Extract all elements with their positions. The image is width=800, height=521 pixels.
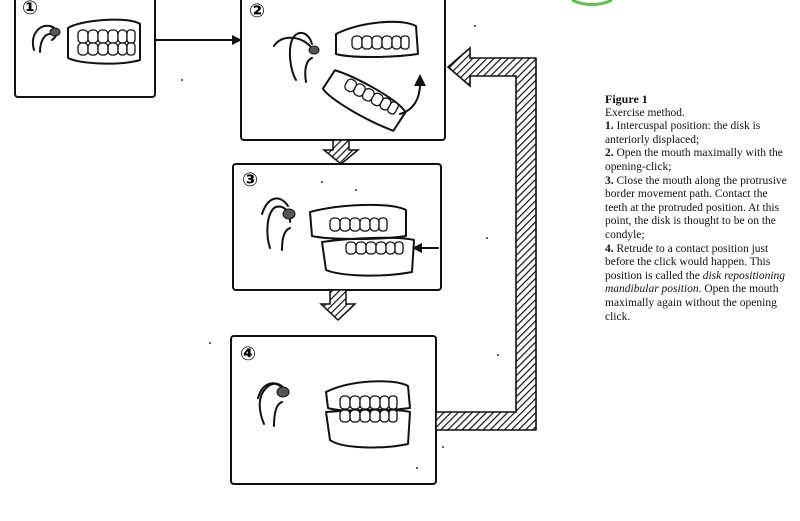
disk-1 xyxy=(49,27,61,37)
step-2-number: ② xyxy=(249,0,265,22)
figure-caption: Figure 1 Exercise method. 1. Intercuspal… xyxy=(605,92,790,324)
lower-jaw-3 xyxy=(321,236,415,277)
caption-item-3: 3. Close the mouth along the protrusive … xyxy=(605,174,787,241)
caption-item-1: 1. Intercuspal position: the disk is ant… xyxy=(605,120,761,146)
arrow-step3-to-step4 xyxy=(319,289,357,322)
upper-jaw-2 xyxy=(335,20,419,58)
arrow-step2-to-step3 xyxy=(321,139,361,165)
condyle-2 xyxy=(288,32,313,81)
step-2-panel: ② xyxy=(240,0,446,141)
step-3-number: ③ xyxy=(242,169,258,191)
disk-2 xyxy=(308,45,320,55)
figure-subtitle: Exercise method. xyxy=(605,106,685,119)
disk-4 xyxy=(276,386,290,398)
upper-jaw-3 xyxy=(309,203,407,240)
step-4-panel: ④ xyxy=(230,335,437,485)
disk-3 xyxy=(282,208,296,220)
jaw-1 xyxy=(67,18,141,65)
arrow-step1-to-step2 xyxy=(155,35,242,45)
figure-title: Figure 1 xyxy=(605,92,648,106)
green-logo-fragment xyxy=(571,0,613,6)
lower-jaw-2 xyxy=(321,69,407,132)
step-4-number: ④ xyxy=(240,343,256,365)
step-3-panel: ③ xyxy=(232,163,442,291)
return-arrow-step4-to-step2 xyxy=(435,46,537,431)
step-1-number: ① xyxy=(22,0,38,19)
scan-specks xyxy=(181,25,499,469)
caption-item-4: 4. Retrude to a contact position just be… xyxy=(605,242,786,323)
caption-item-2: 2. Open the mouth maximally with the ope… xyxy=(605,147,783,173)
step-1-panel: ① xyxy=(14,0,156,98)
opening-arrow-2 xyxy=(399,83,421,115)
